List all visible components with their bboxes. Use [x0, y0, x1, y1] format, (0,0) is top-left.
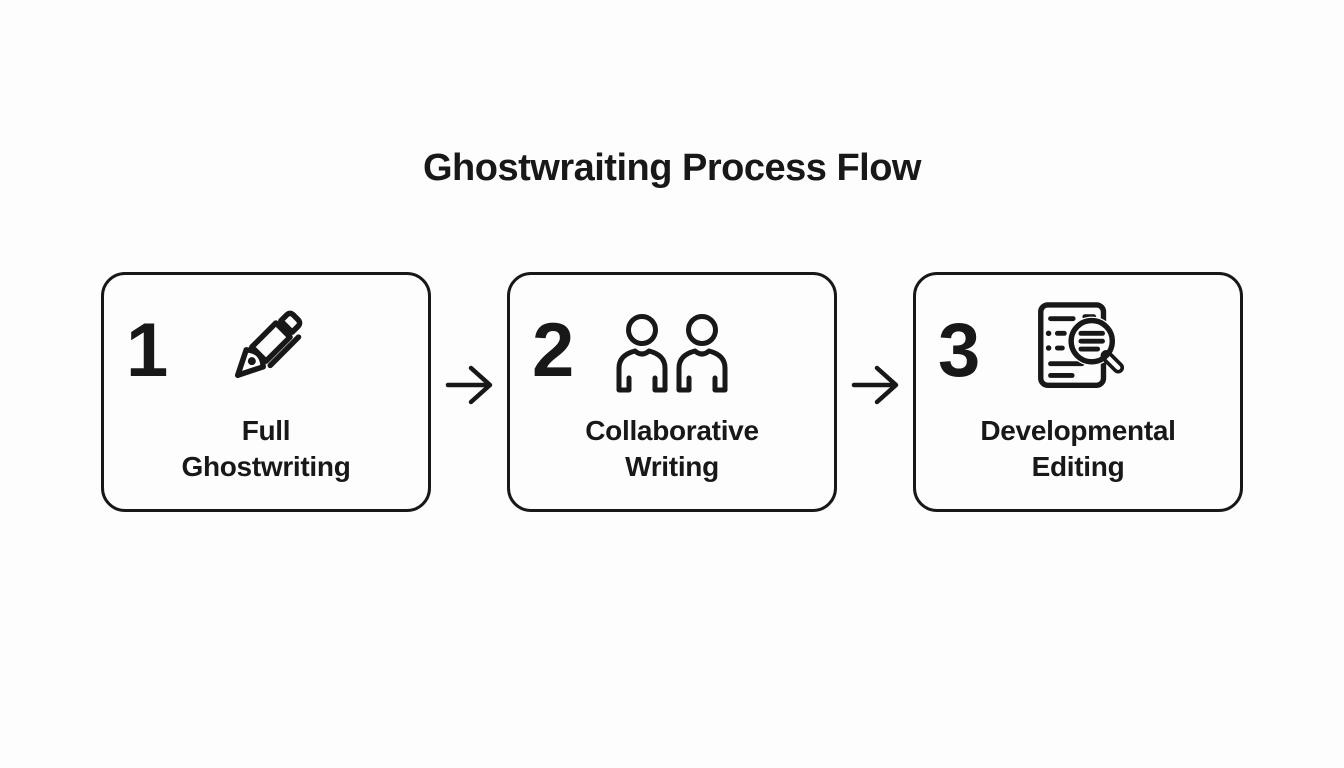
step-number: 2 — [532, 308, 575, 393]
step-number: 3 — [938, 308, 981, 393]
process-flow: 1 Full Ghostwriting 2 — [0, 272, 1344, 512]
arrow-right-icon — [837, 272, 913, 512]
step-box-collaborative-writing: 2 Collaborative Writing — [507, 272, 837, 512]
step-box-developmental-editing: 3 — [913, 272, 1243, 512]
step-number: 1 — [126, 308, 169, 393]
step-box-full-ghostwriting: 1 Full Ghostwriting — [101, 272, 431, 512]
page-title: Ghostwraiting Process Flow — [423, 147, 921, 189]
document-magnifier-icon — [1029, 301, 1127, 404]
arrow-right-icon — [431, 272, 507, 512]
step-label: Full Ghostwriting — [181, 415, 351, 482]
step-label: Developmental Editing — [980, 415, 1176, 482]
step-label: Collaborative Writing — [585, 415, 759, 482]
fountain-pen-icon — [214, 295, 318, 404]
two-people-icon — [615, 313, 729, 400]
